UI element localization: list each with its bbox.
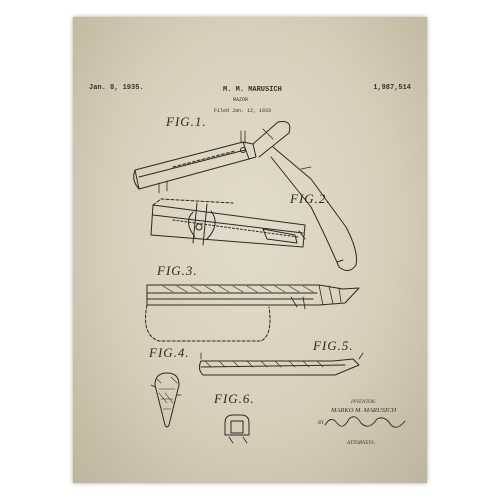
patent-date: Jan. 8, 1935. bbox=[89, 84, 144, 92]
patent-drawing bbox=[133, 121, 406, 444]
signature-scribble bbox=[324, 416, 406, 428]
fig4-drawing bbox=[150, 372, 182, 428]
fig2-drawing bbox=[150, 198, 306, 248]
fig5-label: FIG.5. bbox=[313, 338, 354, 353]
fig6-drawing bbox=[224, 414, 250, 444]
fig6-label: FIG.6. bbox=[214, 391, 255, 406]
patent-print: Jan. 8, 1935. M. M. MARUSICH 1,987,514 R… bbox=[73, 17, 427, 483]
patent-filed-date: Filed Jan. 12, 1933 bbox=[214, 108, 272, 114]
fig1-drawing bbox=[133, 121, 357, 271]
signature-by: BY bbox=[318, 421, 324, 426]
fig3-drawing bbox=[145, 284, 360, 342]
signature-attorneys: ATTORNEYS. bbox=[347, 441, 375, 446]
fig5-drawing bbox=[198, 352, 364, 376]
fig3-label: FIG.3. bbox=[157, 263, 198, 278]
fig1-label: FIG.1. bbox=[166, 114, 207, 129]
signature-role: INVENTOR. bbox=[351, 400, 377, 405]
fig4-label: FIG.4. bbox=[149, 345, 190, 360]
patent-number: 1,987,514 bbox=[373, 84, 411, 92]
fig2-label: FIG.2. bbox=[290, 191, 331, 206]
patent-title: RAZOR bbox=[233, 97, 249, 103]
signature-name: MARKO M. MARUSICH bbox=[331, 407, 397, 414]
patent-inventor: M. M. MARUSICH bbox=[223, 86, 282, 94]
